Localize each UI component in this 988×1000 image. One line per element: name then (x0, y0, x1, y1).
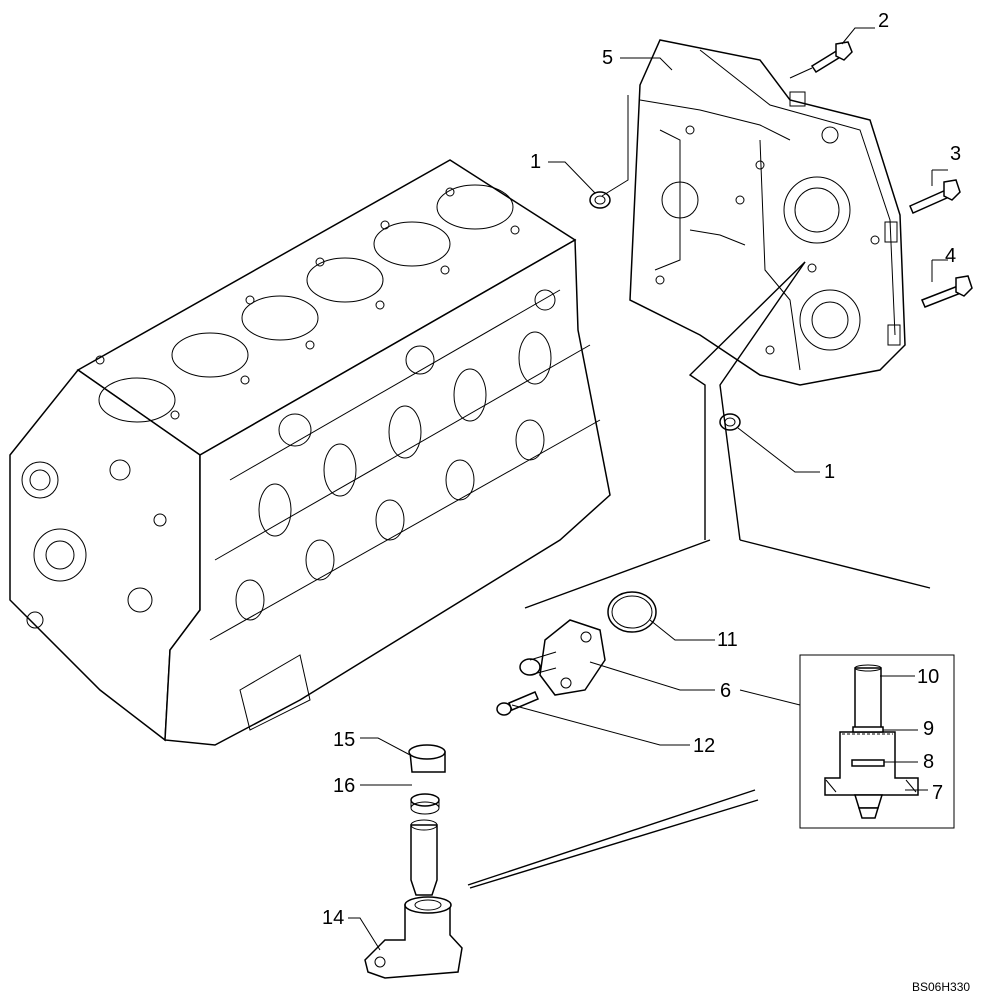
callout-1-lower: 1 (824, 461, 835, 483)
o-ring-11 (607, 591, 657, 633)
callout-16: 16 (333, 775, 355, 797)
callout-3: 3 (950, 143, 961, 165)
detail-inset (799, 654, 955, 829)
dowel-bushing-lower (719, 413, 741, 431)
callout-8: 8 (923, 751, 934, 773)
callout-10: 10 (917, 666, 939, 688)
cap-screw-2 (789, 41, 853, 79)
leader-lines (348, 27, 948, 951)
callout-7: 7 (932, 782, 943, 804)
sensor-shaft (410, 819, 438, 896)
seal-16 (410, 793, 440, 815)
callout-12: 12 (693, 735, 715, 757)
tachometer-housing-6 (519, 619, 606, 696)
bushing-housing-14 (364, 896, 463, 979)
callout-labels: 2 5 1 3 4 1 11 10 6 9 12 8 15 7 16 14 (322, 10, 961, 929)
callout-2: 2 (878, 10, 889, 32)
cap-screw-3 (909, 179, 961, 214)
callout-5: 5 (602, 47, 613, 69)
callout-11: 11 (717, 629, 738, 651)
callout-6: 6 (720, 680, 731, 702)
callout-14: 14 (322, 907, 344, 929)
dowel-bushing-upper (589, 191, 611, 209)
callout-15: 15 (333, 729, 355, 751)
reference-code: BS06H330 (912, 980, 970, 994)
cap-screw-4 (921, 275, 973, 308)
cap-15 (408, 744, 446, 773)
callout-9: 9 (923, 718, 934, 740)
callout-1-upper: 1 (530, 151, 541, 173)
callout-4: 4 (945, 245, 956, 267)
gear-housing (629, 39, 906, 386)
engine-block (9, 159, 611, 746)
screw-12 (496, 691, 539, 716)
